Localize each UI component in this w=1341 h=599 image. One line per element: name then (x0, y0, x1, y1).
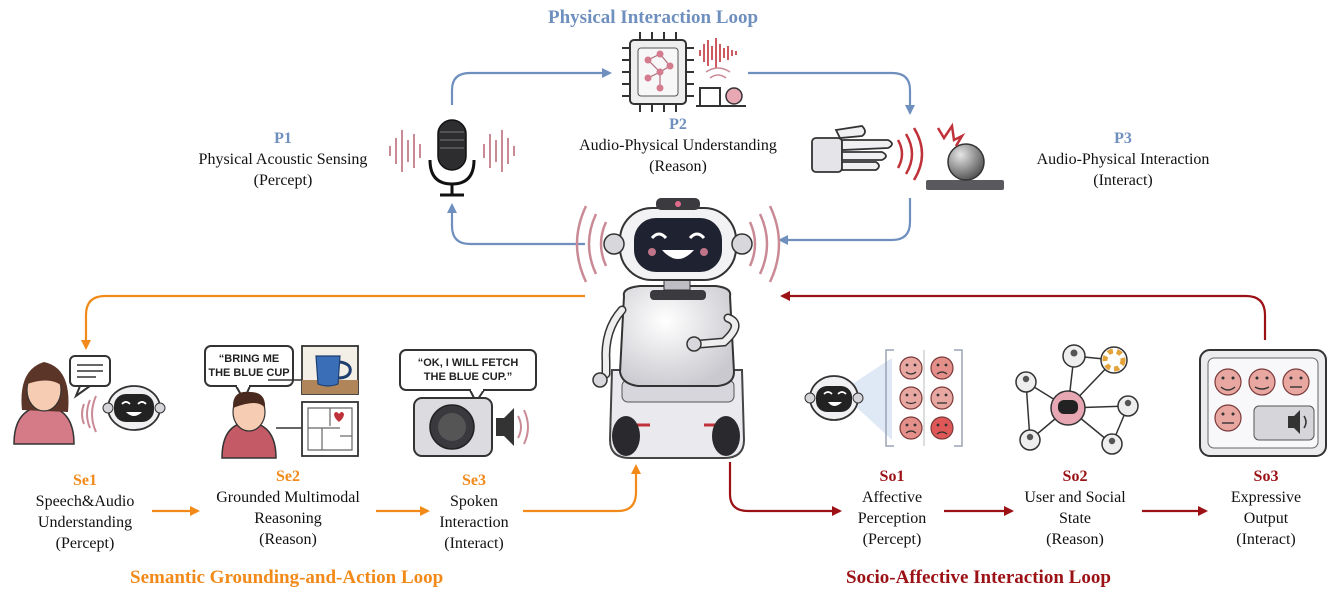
microphone-icon (389, 119, 515, 197)
stage-line: Understanding (37, 514, 133, 531)
request-scene-icon (204, 345, 302, 459)
stage-line: (Interact) (444, 535, 504, 552)
stage-code: P1 (274, 130, 292, 147)
robot-icon (575, 198, 781, 459)
stage-line: (Reason) (259, 531, 317, 548)
emotion-faces-icon (804, 349, 963, 447)
stage-code: Se2 (276, 468, 300, 485)
stage-line: (Percept) (253, 172, 313, 189)
stage-line: Output (1243, 510, 1289, 527)
ball-icon (926, 122, 1004, 190)
social-graph-icon (1015, 344, 1139, 455)
robot-hand-icon (811, 125, 924, 181)
chip-icon (622, 32, 746, 112)
stage-p1: P1 Physical Acoustic Sensing (Percept) (183, 128, 383, 191)
stage-so2: So2 User and Social State (Reason) (1010, 466, 1140, 550)
physical-loop-title: Physical Interaction Loop (548, 7, 759, 28)
stage-line: Expressive (1230, 489, 1302, 506)
reply-speech-text: “OK, I WILL FETCH THE BLUE CUP.” (400, 356, 536, 384)
request-line-1: “BRING ME (218, 353, 280, 365)
stage-line: Perception (857, 510, 927, 527)
stage-line: (Interact) (1236, 531, 1296, 548)
speaker-icon (399, 349, 537, 457)
emotion-screen-icon (1199, 349, 1327, 457)
stage-line: Audio-Physical Interaction (1036, 151, 1210, 168)
physical-loop-arrows (447, 68, 915, 246)
cup-icon (301, 345, 359, 395)
semantic-loop-arrows (81, 294, 641, 516)
stage-line: Spoken (450, 493, 498, 510)
stage-p2: P2 Audio-Physical Understanding (Reason) (556, 114, 800, 177)
stage-line: State (1059, 510, 1091, 527)
stage-line: (Interact) (1093, 172, 1153, 189)
stage-line: (Reason) (1046, 531, 1104, 548)
stage-code: Se1 (73, 472, 97, 489)
stage-so3: So3 Expressive Output (Interact) (1206, 466, 1326, 550)
stage-line: User and Social (1024, 489, 1126, 506)
stage-se3: Se3 Spoken Interaction (Interact) (424, 470, 524, 554)
stage-so1: So1 Affective Perception (Percept) (840, 466, 944, 550)
stage-line: (Percept) (862, 531, 922, 548)
stage-code: So2 (1062, 468, 1088, 485)
stage-code: P3 (1114, 130, 1132, 147)
stage-code: So3 (1253, 468, 1279, 485)
stage-line: Grounded Multimodal (216, 489, 360, 506)
stage-p3: P3 Audio-Physical Interaction (Interact) (1018, 128, 1228, 191)
socio-loop-title: Socio-Affective Interaction Loop (846, 567, 1111, 588)
stage-line: (Reason) (649, 158, 707, 175)
stage-line: Interaction (439, 514, 509, 531)
stage-line: (Percept) (55, 535, 115, 552)
reply-line-2: THE BLUE CUP.” (423, 371, 513, 383)
request-line-2: THE BLUE CUP (208, 367, 290, 379)
socio-loop-arrows (728, 291, 1267, 516)
stage-code: So1 (879, 468, 905, 485)
stage-line: Physical Acoustic Sensing (198, 151, 368, 168)
stage-se2: Se2 Grounded Multimodal Reasoning (Reaso… (198, 466, 378, 550)
stage-line: Reasoning (254, 510, 322, 527)
user-icon (13, 355, 166, 445)
stage-line: Audio-Physical Understanding (579, 137, 777, 154)
map-icon (301, 401, 359, 457)
stage-line: Speech&Audio (35, 493, 135, 510)
stage-line: Affective (861, 489, 923, 506)
stage-se1: Se1 Speech&Audio Understanding (Percept) (18, 470, 152, 554)
semantic-loop-title: Semantic Grounding-and-Action Loop (130, 567, 444, 588)
request-speech-text: “BRING ME THE BLUE CUP (205, 352, 293, 380)
stage-code: P2 (669, 116, 687, 133)
stage-code: Se3 (462, 472, 486, 489)
reply-line-1: “OK, I WILL FETCH (417, 357, 519, 369)
